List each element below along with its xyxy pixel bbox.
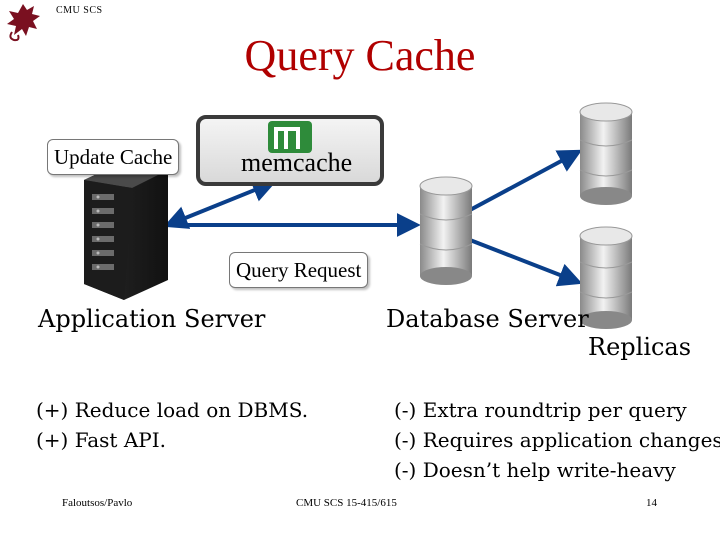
replica-bottom-icon [579,226,633,329]
pros-list: (+) Reduce load on DBMS. (+) Fast API. [36,395,308,455]
con-item: (-) Doesn’t help write-heavy [394,458,676,482]
memcache-logo-icon [268,121,312,153]
replicas-label: Replicas [588,333,692,361]
app-to-memcache-arrow [163,179,277,229]
con-item: (-) Extra roundtrip per query [394,398,687,422]
con-item: (-) Requires application changes [394,428,720,452]
cons-list: (-) Extra roundtrip per query (-) Requir… [394,395,720,485]
query-request-callout: Query Request [229,252,369,288]
database-server-icon [419,176,473,285]
update-cache-callout: Update Cache [47,139,180,175]
db-to-replica-top-arrow [469,149,583,212]
cmu-griffin-logo [7,4,40,42]
server-rack-icon [84,164,168,300]
page-number: 14 [646,497,657,509]
db-server-label: Database Server [386,305,589,333]
db-to-replica-bottom-arrow [469,238,583,287]
slide-title: Query Cache [244,31,476,80]
org-name: CMU SCS [56,5,103,16]
replica-top-icon [579,102,633,205]
footer-authors: Faloutsos/Pavlo [62,497,133,509]
pro-item: (+) Reduce load on DBMS. [36,398,309,422]
app-server-label: Application Server [38,305,266,333]
pro-item: (+) Fast API. [36,428,166,452]
footer-course: CMU SCS 15-415/615 [296,497,397,509]
memcache-label: memcache [241,148,353,177]
